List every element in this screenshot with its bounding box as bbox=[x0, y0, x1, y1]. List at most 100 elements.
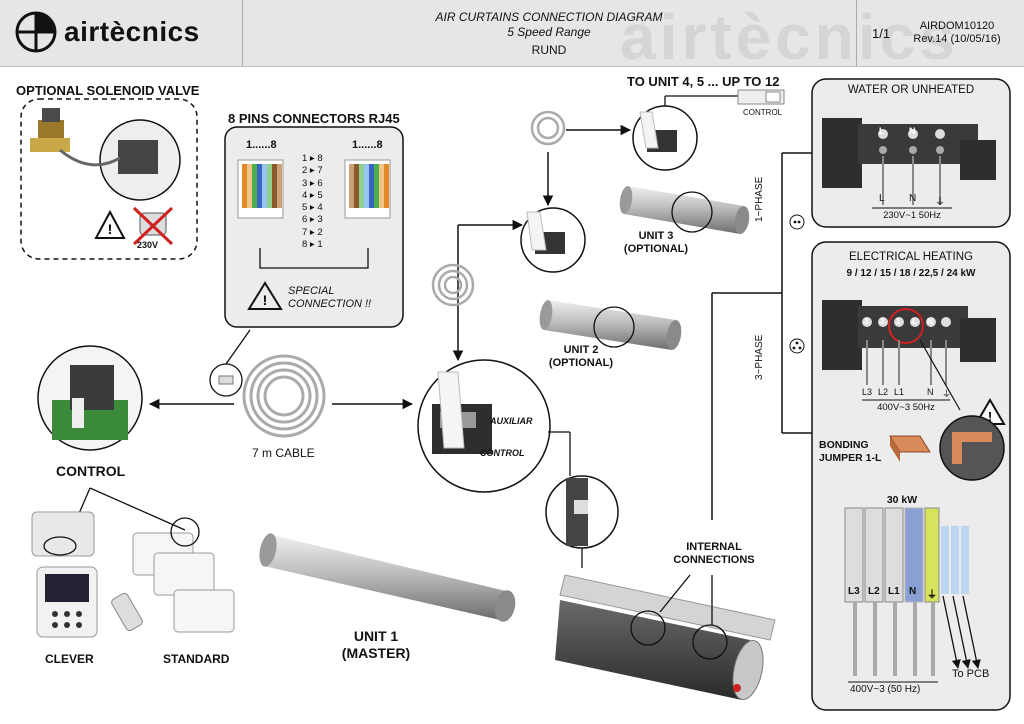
water-terminal-earth-label: ⏚ bbox=[935, 197, 945, 208]
electric-panel-title: ELECTRICAL HEATING bbox=[849, 251, 973, 263]
block-terminal-2: 2 bbox=[880, 317, 885, 326]
warning-icon: ! bbox=[94, 209, 126, 239]
pin-map-row: 6 ▸ 3 bbox=[302, 214, 323, 226]
solenoid-title: OPTIONAL SOLENOID VALVE bbox=[16, 83, 200, 98]
rj45-left-range: 1......8 bbox=[246, 139, 277, 151]
jumper-label: JUMPER 1-L bbox=[819, 452, 882, 464]
pin-map-row: 2 ▸ 7 bbox=[302, 165, 323, 177]
control-port-label: CONTROL bbox=[480, 448, 525, 458]
connections-label: CONNECTIONS bbox=[673, 554, 755, 566]
brand-watermark: airtècnics bbox=[620, 1, 959, 73]
single-phase-symbol-icon bbox=[789, 214, 805, 230]
rj45-right-icon bbox=[344, 159, 391, 219]
no-plug-icon bbox=[132, 206, 174, 246]
water-panel-title: WATER OR UNHEATED bbox=[847, 84, 975, 96]
svg-text:!: ! bbox=[263, 292, 268, 308]
block-terminal-n: N bbox=[927, 317, 933, 326]
solenoid-valve-icon bbox=[30, 108, 70, 152]
breaker-l2: L2 bbox=[868, 586, 880, 597]
pin-map-row: 3 ▸ 6 bbox=[302, 177, 323, 189]
rj45-left-icon bbox=[237, 159, 284, 219]
solenoid-voltage: 230V bbox=[137, 240, 159, 250]
breaker-l1: L1 bbox=[888, 586, 900, 597]
special-connection-line1: SPECIAL bbox=[288, 285, 335, 297]
rj45-right-range: 1......8 bbox=[352, 139, 383, 151]
pin-map-row: 8 ▸ 1 bbox=[302, 239, 323, 251]
bonding-label: BONDING bbox=[819, 439, 869, 451]
document-code: AIRDOM10120 bbox=[919, 20, 995, 32]
pin-map-row: 4 ▸ 5 bbox=[302, 189, 323, 201]
page-number: 1/1 bbox=[872, 26, 891, 41]
svg-text:!: ! bbox=[108, 221, 113, 237]
terminal-block-icon bbox=[822, 118, 996, 188]
breaker-l3: L3 bbox=[848, 586, 860, 597]
unit1-sublabel: (MASTER) bbox=[341, 645, 411, 661]
brand-mark-icon bbox=[15, 11, 57, 53]
thirty-kw-supply-label: 400V~3 (50 Hz) bbox=[850, 684, 921, 695]
brand-name: airtècnics bbox=[64, 16, 200, 47]
electric-power-range: 9 / 12 / 15 / 18 / 22,5 / 24 kW bbox=[846, 268, 976, 279]
thirty-kw-label: 30 kW bbox=[886, 494, 918, 506]
water-terminal-l: L bbox=[879, 126, 885, 136]
breaker-n: N bbox=[909, 586, 917, 597]
water-supply-label: 230V~1 50Hz bbox=[883, 210, 941, 221]
model-name: RUND bbox=[531, 43, 567, 57]
breaker-block-icon bbox=[844, 507, 969, 603]
terminal-l2-label: L2 bbox=[878, 387, 889, 397]
revision: Rev.14 (10/05/16) bbox=[913, 33, 1001, 45]
unit2-label: UNIT 2 bbox=[563, 344, 599, 356]
special-connection-line2: CONNECTION !! bbox=[288, 298, 372, 310]
open-unit-icon bbox=[555, 574, 776, 700]
three-phase-label: 3~PHASE bbox=[754, 334, 765, 380]
block-terminal-l: L bbox=[912, 317, 917, 326]
unit2-air-curtain-icon bbox=[539, 300, 682, 350]
diagram-title: AIR CURTAINS CONNECTION DIAGRAM bbox=[435, 10, 663, 24]
rj45-title: 8 PINS CONNECTORS RJ45 bbox=[228, 111, 400, 126]
block-terminal-1: 1 bbox=[896, 317, 901, 326]
svg-text:!: ! bbox=[988, 409, 992, 424]
solenoid-box bbox=[20, 98, 198, 260]
warning-icon: ! bbox=[247, 281, 283, 310]
rj45-plug-icon bbox=[737, 89, 785, 105]
unit3-air-curtain-icon bbox=[619, 186, 750, 234]
terminal-earth-label: ⏚ bbox=[942, 389, 952, 399]
pin-map-row: 7 ▸ 2 bbox=[302, 226, 323, 238]
terminal-l1-label: L1 bbox=[894, 387, 905, 397]
water-terminal-n-label: N bbox=[909, 193, 917, 204]
pin-map-row: 1 ▸ 8 bbox=[302, 153, 323, 164]
clever-controller-icon bbox=[31, 511, 98, 638]
breaker-earth: ⏚ bbox=[927, 590, 937, 601]
water-terminal-l-label: L bbox=[879, 193, 885, 204]
single-phase-label: 1~PHASE bbox=[754, 176, 765, 222]
terminal-n-label: N bbox=[927, 387, 934, 397]
diagram-subtitle: 5 Speed Range bbox=[507, 25, 591, 39]
water-terminal-n: N bbox=[909, 126, 916, 136]
electric-supply-label: 400V~3 50Hz bbox=[877, 402, 935, 413]
cable-coil-icon bbox=[530, 110, 566, 146]
cable-coil-icon bbox=[431, 263, 475, 307]
unit1-label: UNIT 1 bbox=[353, 628, 399, 644]
unit3-label: UNIT 3 bbox=[638, 230, 674, 242]
pin-map-row: 5 ▸ 4 bbox=[302, 202, 323, 214]
control-label: CONTROL bbox=[56, 463, 126, 479]
to-units-label: TO UNIT 4, 5 ... UP TO 12 bbox=[627, 74, 780, 89]
clever-label: CLEVER bbox=[45, 652, 94, 666]
title-block: airtècnics airtècnics AIR CURTAINS CONNE… bbox=[0, 0, 1024, 73]
unit2-sublabel: (OPTIONAL) bbox=[548, 357, 614, 369]
unit1-air-curtain-icon bbox=[259, 533, 516, 622]
internal-label: INTERNAL bbox=[686, 541, 742, 553]
terminal-block-icon bbox=[822, 300, 996, 370]
control-plug-tag: CONTROL bbox=[743, 108, 783, 117]
block-terminal-3: 3 bbox=[864, 317, 869, 326]
to-pcb-label: To PCB bbox=[952, 668, 990, 680]
cable-coil-icon bbox=[242, 354, 326, 438]
rj45-pin-map: 1 ▸ 8 2 ▸ 7 3 ▸ 6 4 ▸ 5 5 ▸ 4 6 ▸ 3 7 ▸ … bbox=[302, 153, 323, 251]
standard-controller-icon bbox=[111, 517, 235, 633]
three-phase-symbol-icon bbox=[789, 338, 805, 354]
unit3-sublabel: (OPTIONAL) bbox=[623, 243, 689, 255]
brand-logo: airtècnics bbox=[14, 10, 200, 54]
terminal-l3-label: L3 bbox=[862, 387, 873, 397]
cable-length-label: 7 m CABLE bbox=[252, 446, 315, 460]
bonding-jumper-icon bbox=[889, 435, 931, 462]
